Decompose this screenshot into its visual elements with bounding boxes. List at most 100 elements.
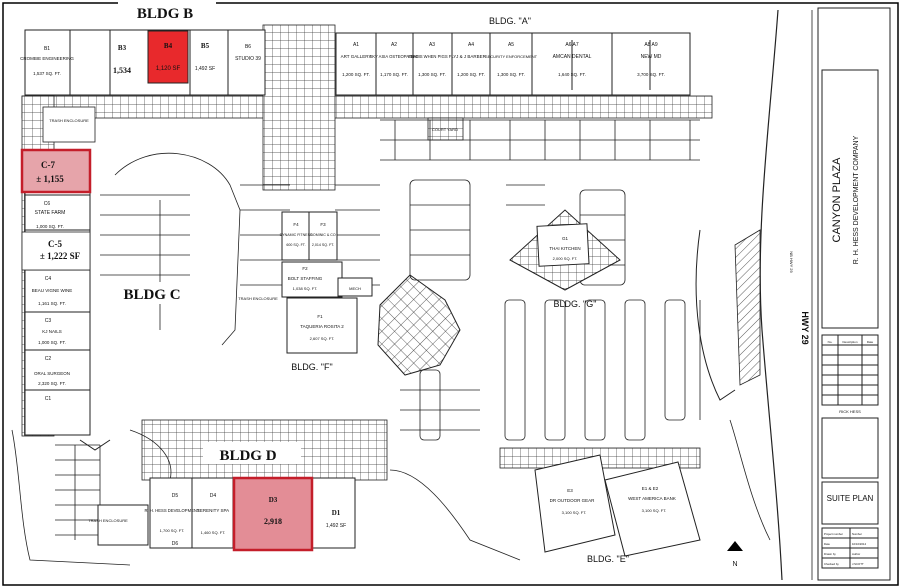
suite-b4-id: B4 — [164, 42, 173, 50]
field-label-checked: Checked by — [824, 562, 839, 566]
suite-e1e2-id: E1 & E2 — [642, 486, 659, 491]
suite-a4-id: A4 — [468, 42, 474, 48]
field-value-drawn: Author — [852, 552, 860, 556]
field-value-date: 10/10/2014 — [852, 542, 866, 546]
suite-b5-sf: 1,492 SF — [195, 66, 215, 72]
suite-d5-sf: 1,700 SQ. FT. — [160, 528, 185, 533]
suite-a6a7-sf: 1,640 SQ. FT. — [558, 72, 586, 77]
bldg-f-label: BLDG. "F" — [291, 362, 332, 372]
field-value-checked: J.SCOTT — [852, 562, 864, 566]
suite-a4-sf: 1,200 SQ. FT. — [457, 72, 485, 77]
building-d — [97, 477, 356, 549]
title-block — [817, 7, 891, 581]
suite-b3-sf: 1,534 — [113, 66, 131, 75]
designer-name: RICK HESS — [839, 409, 861, 414]
suite-a3-name: SEAMS WHEN PIGS FLY — [408, 54, 457, 59]
suite-b1-id: B1 — [44, 46, 50, 52]
building-g — [509, 209, 621, 291]
suite-c5-id: C-5 — [48, 239, 62, 249]
north-label: N — [732, 561, 737, 568]
field-label-drawn: Drawn by — [824, 552, 836, 556]
suite-g1-id: G1 — [562, 236, 569, 241]
suite-g1-name: THAI KITCHEN — [549, 246, 580, 251]
suite-c6-sf: 1,000 SQ. FT. — [36, 224, 64, 229]
suite-f3-id: F3 — [320, 222, 326, 227]
suite-e3-id: E3 — [567, 488, 573, 493]
suite-a8a9-ids: A8 A9 — [644, 42, 658, 48]
suite-f1-name: TAQUERIA ROSITA 2 — [300, 324, 344, 329]
suite-e1e2-sf: 3,100 SQ. FT. — [642, 508, 667, 513]
suite-b6-id: B6 — [245, 44, 251, 50]
building-e — [534, 454, 701, 557]
suite-f2-name: BOLT STAFFING — [288, 276, 323, 281]
suite-b1-name: CROMBIE ENGINEERING — [20, 56, 74, 61]
rev-col-description: Description — [842, 340, 857, 344]
b4-highlight — [147, 30, 189, 84]
suite-a5-name: SECURITY ENFORCEMENT — [485, 54, 538, 59]
suite-a1-id: A1 — [353, 42, 359, 48]
project-title: CANYON PLAZA — [831, 157, 843, 243]
suite-c3-id: C3 — [45, 318, 52, 324]
highway-edge-line — [759, 9, 783, 581]
suite-c3-name: KJ NAILS — [42, 329, 62, 334]
suite-a5-id: A5 — [508, 42, 514, 48]
suite-e3-name: DR OUTDOOR GEAR — [550, 498, 596, 503]
trash-enclosure-label-2: TRASH ENCLOSURE — [238, 296, 278, 301]
bldg-d-label: BLDG D — [219, 448, 276, 464]
bldg-a-label: BLDG. "A" — [489, 16, 531, 26]
field-value-project: Number — [852, 532, 862, 536]
suite-f1-sf: 2,607 SQ. FT. — [310, 336, 335, 341]
parking-stalls — [11, 119, 771, 566]
suite-a2-id: A2 — [391, 42, 397, 48]
suite-f2-id: F2 — [302, 266, 308, 271]
trash-enclosure-box-1 — [42, 106, 96, 143]
suite-d3-id: D3 — [269, 496, 278, 504]
trash-enclosure-label-3: TRASH ENCLOSURE — [88, 518, 128, 523]
suite-e1e2-name: WEST AMERICA BANK — [628, 496, 676, 501]
suite-a3-sf: 1,300 SQ. FT. — [418, 72, 446, 77]
suite-f1-id: F1 — [317, 314, 323, 319]
suite-d1-sf: 1,492 SF — [326, 523, 346, 529]
suite-c1-id: C1 — [45, 396, 52, 402]
suite-a1-sf: 1,200 SQ. FT. — [342, 72, 370, 77]
central-walkway — [262, 24, 336, 191]
suite-b1-sf: 1,537 SQ. FT. — [33, 71, 61, 76]
north-arrow-icon — [727, 541, 743, 551]
sheet-title: SUITE PLAN — [827, 494, 874, 503]
field-label-project: Project number — [824, 532, 843, 536]
suite-f4-sf: 600 SQ. FT. — [286, 243, 305, 247]
suite-b3-id: B3 — [118, 44, 127, 52]
suite-d3-sf: 2,918 — [264, 517, 282, 526]
c7-highlight — [20, 148, 92, 194]
suite-a6a7-ids: A6 A7 — [565, 42, 579, 48]
company-name: R. H. HESS DEVELOPMENT COMPANY — [853, 135, 860, 264]
suite-d4-sf: 1,460 SQ. FT. — [201, 530, 226, 535]
suite-c4-id: C4 — [45, 276, 52, 282]
mech-label: MECH — [349, 286, 361, 291]
suite-c4-name: BEAU VIGNE WINE — [32, 288, 73, 293]
suite-a8a9-name: NEW MD — [641, 54, 662, 60]
bldg-b-label: BLDG B — [137, 6, 193, 22]
plaza-paving — [377, 274, 461, 376]
c5-unit — [21, 231, 91, 271]
suite-d6-id: D6 — [172, 541, 179, 547]
suite-c2-id: C2 — [45, 356, 52, 362]
north-walkway — [21, 95, 713, 119]
suite-d5-id: D5 — [172, 493, 179, 499]
suite-b4-sf: 1,120 SF — [156, 66, 181, 72]
suite-g1-sf: 2,000 SQ. FT. — [553, 256, 578, 261]
suite-c6-id: C6 — [44, 201, 51, 207]
suite-f4-id: F4 — [293, 222, 299, 227]
hwy-label: HWY 29 — [800, 311, 810, 344]
suite-e3-sf: 3,100 SQ. FT. — [562, 510, 587, 515]
hatched-island — [734, 229, 761, 386]
suite-c7-id: C-7 — [41, 160, 55, 170]
suite-d5-name: R. H. HESS DEVELOPMENT — [145, 508, 200, 513]
suite-c2-sf: 2,320 SQ. FT. — [38, 381, 66, 386]
suite-f3-name: DOMINIC & CO — [310, 233, 336, 237]
ramp-curb — [695, 229, 736, 401]
building-f — [281, 211, 373, 354]
suite-d4-id: D4 — [210, 493, 217, 499]
